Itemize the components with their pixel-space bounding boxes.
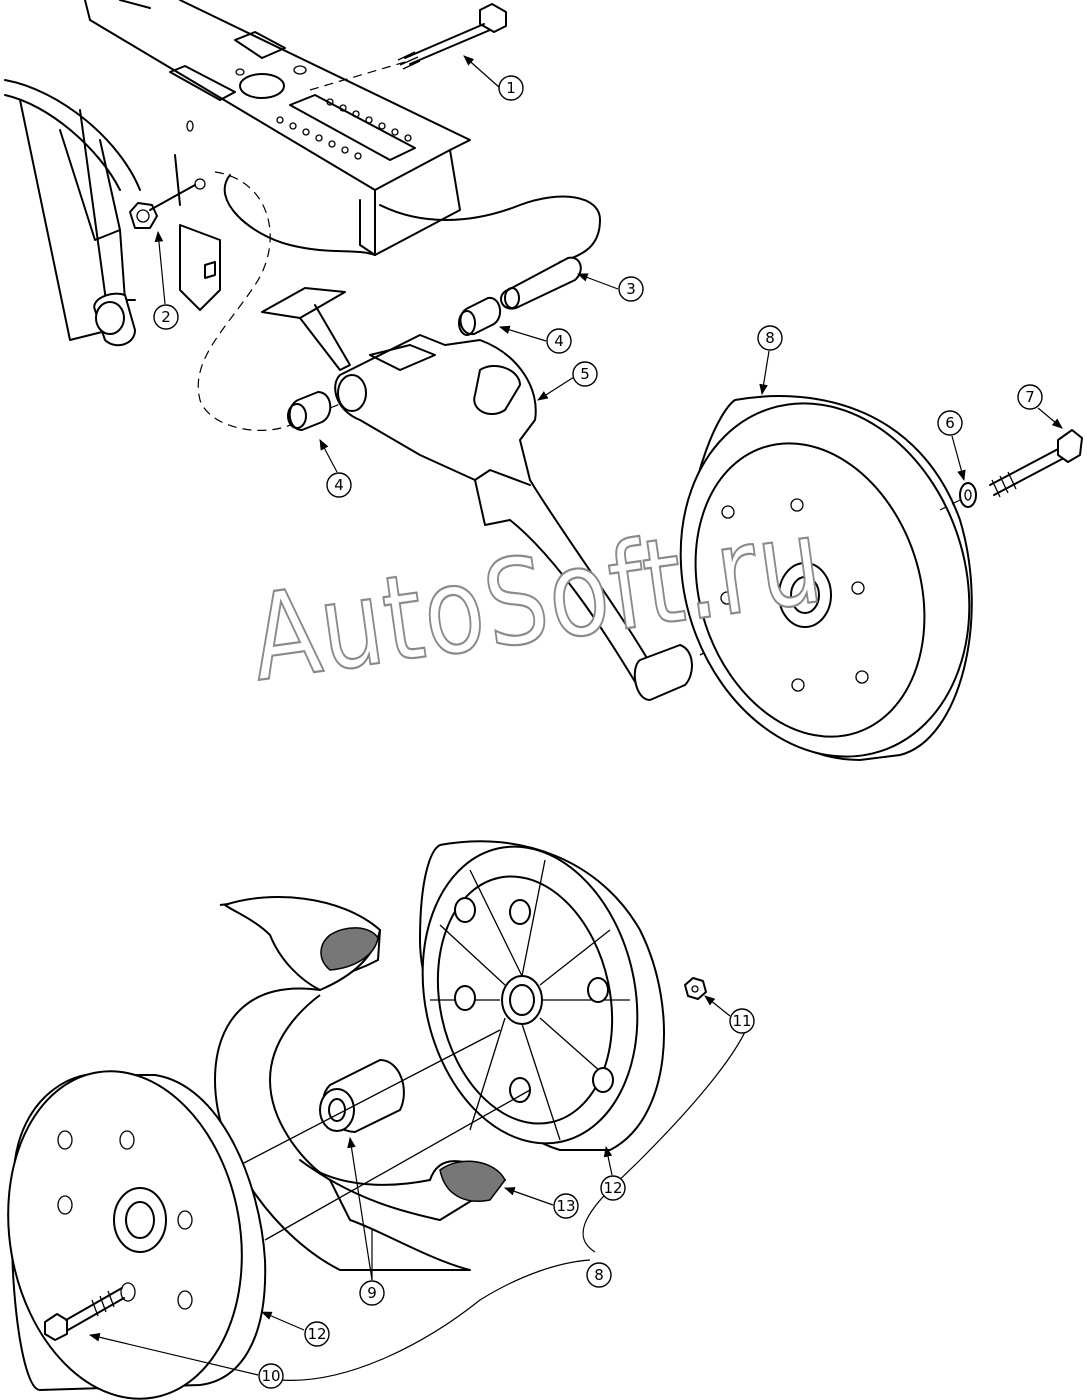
disc-studs bbox=[454, 897, 614, 1103]
part-7-bolt bbox=[939, 429, 1083, 511]
callout-12-rear: 12 bbox=[600, 1145, 626, 1201]
part-2-nut bbox=[129, 178, 206, 229]
callout-8-upper: 8 bbox=[757, 325, 783, 396]
svg-text:6: 6 bbox=[945, 414, 955, 432]
svg-text:4: 4 bbox=[334, 476, 344, 494]
part-1-bolt bbox=[309, 3, 507, 91]
part-9-hub bbox=[239, 1029, 531, 1241]
svg-text:12: 12 bbox=[603, 1179, 622, 1197]
svg-text:12: 12 bbox=[307, 1325, 326, 1343]
part-12-disc-rear bbox=[419, 840, 665, 1151]
callout-1: 1 bbox=[463, 55, 524, 101]
part-10-bolt bbox=[44, 1287, 125, 1341]
svg-text:5: 5 bbox=[580, 365, 590, 383]
svg-text:3: 3 bbox=[626, 280, 636, 298]
part-4-bushing-lower bbox=[287, 391, 351, 431]
svg-text:2: 2 bbox=[161, 308, 171, 326]
callout-9: 9 bbox=[347, 1136, 385, 1306]
svg-text:11: 11 bbox=[732, 1012, 751, 1030]
part-3-pin bbox=[500, 256, 582, 310]
callout-6: 6 bbox=[937, 410, 966, 482]
frame-beam bbox=[84, 0, 601, 263]
frame-hole-pattern bbox=[276, 98, 412, 160]
callout-12-front: 12 bbox=[261, 1311, 330, 1347]
part-8-wheel bbox=[679, 395, 973, 761]
callout-10: 10 bbox=[88, 1333, 284, 1389]
callout-4-upper: 4 bbox=[498, 325, 572, 354]
left-bracket bbox=[4, 79, 221, 347]
callout-4-lower: 4 bbox=[319, 439, 352, 498]
svg-text:4: 4 bbox=[554, 332, 564, 350]
callout-5: 5 bbox=[537, 361, 598, 401]
callout-11: 11 bbox=[704, 995, 755, 1034]
svg-text:9: 9 bbox=[367, 1284, 377, 1302]
svg-text:1: 1 bbox=[506, 79, 516, 97]
svg-text:8: 8 bbox=[765, 329, 775, 347]
part-11-nut bbox=[684, 977, 707, 1000]
front-disc-holes bbox=[57, 1130, 193, 1310]
svg-text:7: 7 bbox=[1025, 388, 1035, 406]
callout-7: 7 bbox=[1017, 384, 1063, 429]
svg-text:10: 10 bbox=[261, 1367, 280, 1385]
wheel-bolt-pattern bbox=[720, 498, 869, 692]
leader-8-lower-curve bbox=[582, 1019, 751, 1253]
callout-2: 2 bbox=[153, 230, 179, 330]
part-5-arm bbox=[261, 287, 801, 701]
assembly-path-loop bbox=[197, 171, 301, 431]
part-13-tire bbox=[214, 896, 506, 1271]
svg-text:13: 13 bbox=[556, 1197, 575, 1215]
part-12-disc-front bbox=[7, 1070, 267, 1400]
callout-13: 13 bbox=[503, 1187, 579, 1219]
callout-3: 3 bbox=[576, 273, 644, 302]
leader-10-curve bbox=[279, 1259, 591, 1381]
part-4-bushing-upper bbox=[458, 296, 502, 336]
svg-text:8: 8 bbox=[594, 1266, 604, 1284]
part-6-washer bbox=[959, 482, 977, 508]
callout-8-lower: 8 bbox=[586, 1262, 612, 1288]
